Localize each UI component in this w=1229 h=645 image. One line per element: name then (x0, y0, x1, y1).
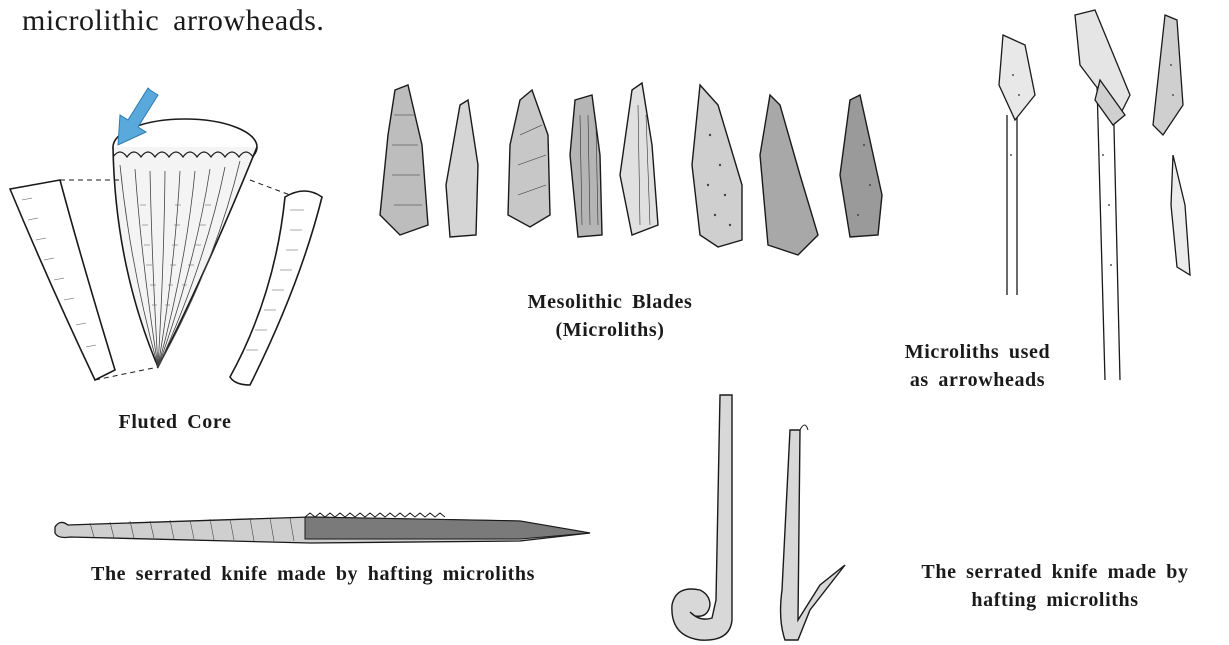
mesolithic-blades-caption-line1: Mesolithic Blades (505, 288, 715, 316)
arrowheads-caption-line2: as arrowheads (880, 366, 1075, 394)
serrated-knife-long-figure (50, 505, 595, 555)
serrated-knife-long-caption: The serrated knife made by hafting micro… (18, 560, 608, 588)
serrated-knife-long-illustration (50, 505, 595, 555)
fluted-core-illustration (0, 85, 360, 400)
serrated-knife-sickles-caption-line2: hafting microliths (885, 586, 1225, 614)
serrated-knife-sickles-caption: The serrated knife made by hafting micro… (885, 558, 1225, 614)
arrowheads-figure (985, 5, 1205, 380)
serrated-knife-sickles-caption-line1: The serrated knife made by (885, 558, 1225, 586)
arrowheads-caption-line1: Microliths used (880, 338, 1075, 366)
mesolithic-blades-caption: Mesolithic Blades (Microliths) (505, 288, 715, 344)
mesolithic-blades-figure (370, 75, 910, 275)
mesolithic-blades-caption-line2: (Microliths) (505, 316, 715, 344)
arrowheads-caption: Microliths used as arrowheads (880, 338, 1075, 394)
serrated-sickles-illustration (650, 390, 870, 645)
mesolithic-blades-illustration (370, 75, 910, 275)
arrowheads-illustration (985, 5, 1205, 380)
fluted-core-figure (0, 85, 360, 400)
serrated-sickles-figure (650, 390, 870, 645)
fluted-core-caption: Fluted Core (90, 408, 260, 436)
intro-text: microlithic arrowheads. (22, 4, 324, 38)
